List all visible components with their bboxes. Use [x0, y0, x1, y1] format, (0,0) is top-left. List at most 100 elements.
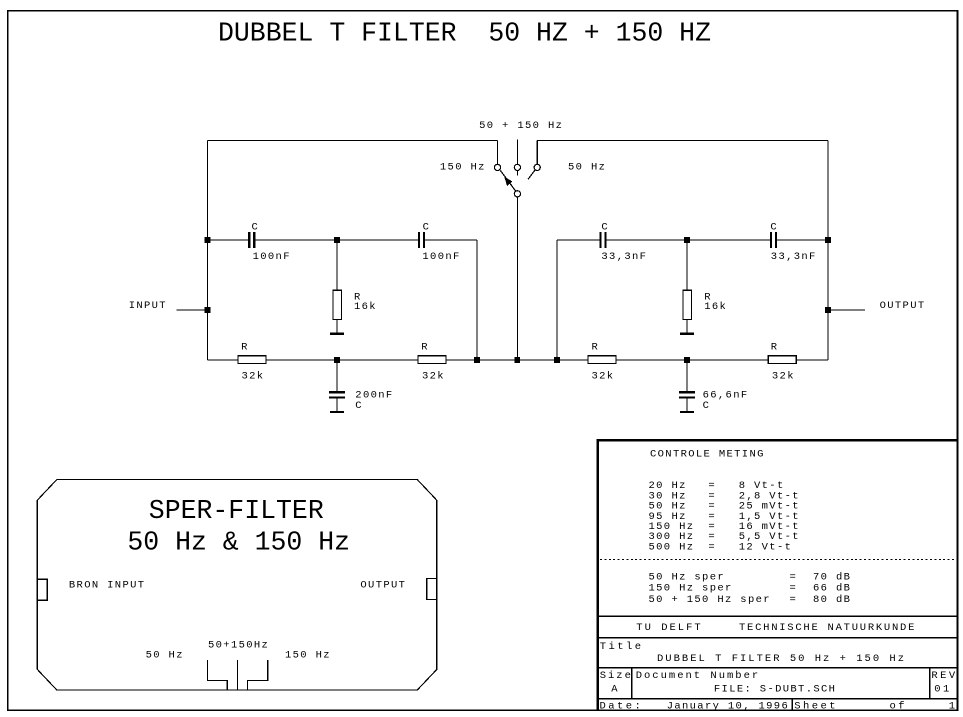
cap-plate [769, 232, 773, 248]
resistor-ref: R [241, 341, 249, 353]
attenuation-label: 50 Hz sper [649, 572, 726, 584]
sper-filter-terminal-left-label: 50 Hz [146, 649, 184, 661]
date-label: Date: [600, 700, 644, 712]
cap-plate [679, 391, 695, 394]
cap-value: 33,3nF [771, 251, 817, 263]
switch-right-label: 50 Hz [568, 162, 606, 174]
output-label: OUTPUT [880, 300, 926, 312]
resistor-value: 32k [772, 370, 795, 382]
measurement-freq: 50 Hz [649, 501, 687, 513]
sper-filter-box: SPER-FILTER 50 Hz & 150 Hz BRON INPUT OU… [36, 479, 438, 691]
attenuation-label: 50 + 150 Hz sper [649, 594, 771, 606]
rev-value: 01 [934, 684, 952, 696]
selector-switch [493, 163, 541, 198]
document-number-value: FILE: S-DUBT.SCH [714, 684, 836, 696]
resistor-body-32k-4 [767, 355, 797, 365]
attenuation-value: 70 dB [813, 572, 851, 584]
resistor-ref: R [592, 341, 600, 353]
measurement-value: 8 Vt-t [739, 480, 785, 492]
equals-sign: = [708, 521, 716, 533]
switch-common-label: 50 + 150 Hz [479, 120, 563, 132]
resistor-body-16k-left [332, 289, 343, 321]
cap-ref: C [423, 221, 431, 233]
of-label: of [890, 700, 908, 712]
resistor-value: 32k [422, 370, 445, 382]
equals-sign: = [708, 480, 716, 492]
title-label: Title [600, 641, 644, 653]
resistor-value: 32k [242, 370, 265, 382]
equals-sign: = [708, 541, 716, 553]
sper-filter-terminal-left [206, 660, 228, 690]
cap-plate [774, 232, 778, 248]
sper-filter-outline [36, 479, 438, 691]
attenuation-value: 80 dB [813, 594, 851, 606]
title-block-top-edge [596, 439, 958, 442]
sper-filter-right-port-tab [426, 577, 438, 601]
equals-sign: = [708, 501, 716, 513]
resistor-body-32k-1 [237, 355, 267, 365]
cap-plate [422, 232, 426, 248]
cap-plate [679, 396, 695, 399]
equals-sign: = [708, 511, 716, 523]
equals-sign: = [708, 531, 716, 543]
sper-filter-terminal-right [246, 660, 269, 690]
cap-plate [248, 232, 251, 248]
cap-ref: C [703, 400, 711, 412]
organization-name: TU DELFT [636, 622, 702, 634]
resistor-value: 16k [704, 301, 727, 313]
page-title: DUBBEL T FILTER 50 HZ + 150 HZ [218, 19, 711, 49]
cap-ref: C [770, 221, 778, 233]
sper-filter-subtitle: 50 Hz & 150 Hz [127, 528, 350, 558]
cap-value: 33,3nF [601, 251, 647, 263]
shunt-capacitor-plates [329, 391, 695, 399]
junction-node [825, 307, 831, 313]
switch-pole-contact [513, 190, 522, 198]
measurement-freq: 500 Hz [649, 541, 695, 553]
resistor-bodies [237, 289, 797, 365]
measurement-freq: 150 Hz [649, 521, 695, 533]
cap-ref: C [252, 221, 260, 233]
resistor-value: 32k [592, 370, 615, 382]
sper-filter-name: SPER-FILTER [149, 496, 324, 526]
measurement-value: 2,8 Vt-t [739, 490, 800, 502]
junction-nodes [204, 237, 831, 363]
size-value: A [611, 684, 619, 696]
rev-label: REV [931, 670, 957, 682]
ground-bar [679, 410, 695, 414]
cap-value: 66,6nF [703, 390, 749, 402]
switch-contact-right [533, 163, 541, 172]
sper-filter-left-port-tab [36, 578, 48, 601]
size-label: Size [600, 670, 633, 682]
ground-bars [329, 332, 695, 414]
page-border [6, 9, 959, 711]
equals-sign: = [790, 594, 798, 606]
cap-ref: C [601, 221, 609, 233]
faculty-name: TECHNISCHE NATUURKUNDE [739, 622, 916, 634]
cap-plate [329, 391, 345, 394]
junction-node [825, 237, 831, 243]
cap-plate [329, 396, 345, 399]
switch-left-label: 150 Hz [440, 162, 486, 174]
measurement-value: 25 mVt-t [739, 501, 800, 513]
junction-node [514, 357, 521, 363]
resistor-ref: R [704, 291, 712, 303]
resistor-ref: R [771, 341, 779, 353]
sper-filter-left-port-label: BRON INPUT [69, 580, 146, 592]
junction-node [554, 357, 560, 363]
junction-node [204, 237, 211, 243]
input-label: INPUT [129, 300, 167, 312]
ground-bar [680, 332, 694, 335]
sheet-number: 1 [949, 700, 957, 712]
document-number-label: Document Number [636, 670, 761, 682]
sper-filter-terminal-right-label: 150 Hz [285, 649, 331, 661]
attenuation-label: 150 Hz sper [649, 583, 733, 595]
resistor-body-32k-3 [587, 355, 617, 365]
switch-arm-arrowhead [504, 176, 513, 187]
cap-plate [253, 232, 256, 248]
circuit: 50 + 150 Hz 150 Hz 50 Hz INPUT OUTPUT C … [129, 120, 926, 414]
resistor-value: 16k [354, 301, 377, 313]
measurement-freq: 30 Hz [649, 490, 687, 502]
measurement-value: 1,5 Vt-t [739, 511, 800, 523]
equals-sign: = [790, 572, 798, 584]
